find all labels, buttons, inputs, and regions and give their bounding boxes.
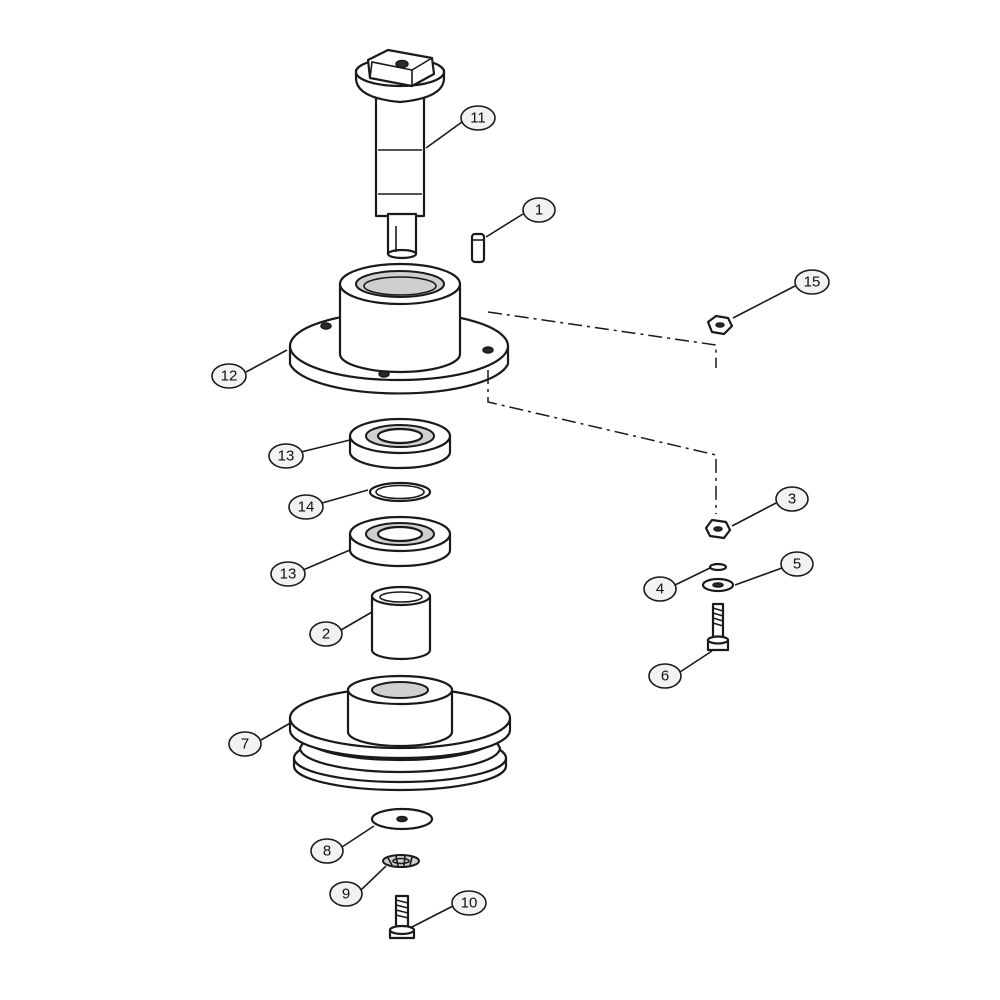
mount-bolt	[706, 602, 730, 652]
upper-bearing	[348, 417, 452, 470]
callout-5: 5	[780, 551, 814, 577]
callout-8-label: 8	[323, 843, 331, 860]
callout-7: 7	[228, 731, 262, 757]
woodruff-key	[470, 232, 486, 264]
callout-15: 15	[794, 269, 830, 295]
callout-5-label: 5	[793, 556, 801, 573]
callout-10: 10	[451, 890, 487, 916]
pulley-bolt	[388, 894, 416, 940]
callout-14: 14	[288, 494, 324, 520]
callout-15-label: 15	[804, 274, 821, 291]
spindle-shaft	[354, 48, 446, 260]
spacer-sleeve	[370, 585, 432, 661]
callout-11: 11	[460, 105, 496, 131]
lock-washer-small	[708, 562, 728, 572]
callout-12-label: 12	[221, 368, 238, 385]
callout-10-label: 10	[461, 895, 478, 912]
callout-8: 8	[310, 838, 344, 864]
v-belt-pulley	[288, 674, 512, 792]
assembly-phantom-lines	[487, 311, 717, 514]
callout-4: 4	[643, 576, 677, 602]
callout-13-lower-label: 13	[280, 566, 297, 583]
callout-9-label: 9	[342, 886, 350, 903]
callout-7-label: 7	[241, 736, 249, 753]
snap-ring	[368, 481, 432, 503]
mount-nut	[704, 518, 732, 540]
callout-1-label: 1	[535, 202, 543, 219]
spindle-housing	[288, 262, 510, 395]
callout-2-label: 2	[322, 626, 330, 643]
top-nut	[706, 314, 734, 336]
callout-1: 1	[522, 197, 556, 223]
callout-6-label: 6	[661, 668, 669, 685]
callout-12: 12	[211, 363, 247, 389]
lock-washer	[382, 854, 420, 868]
callout-2: 2	[309, 621, 343, 647]
callout-3: 3	[775, 486, 809, 512]
callout-4-label: 4	[656, 581, 664, 598]
lower-bearing	[348, 515, 452, 568]
callout-13-upper: 13	[268, 443, 304, 469]
callout-3-label: 3	[788, 491, 796, 508]
flat-washer	[370, 807, 434, 831]
callout-13-upper-label: 13	[278, 448, 295, 465]
callout-leaders	[245, 121, 796, 929]
callout-14-label: 14	[298, 499, 315, 516]
callout-6: 6	[648, 663, 682, 689]
callout-9: 9	[329, 881, 363, 907]
callout-13-lower: 13	[270, 561, 306, 587]
mount-washer	[701, 577, 735, 593]
callout-11-label: 11	[470, 110, 486, 127]
